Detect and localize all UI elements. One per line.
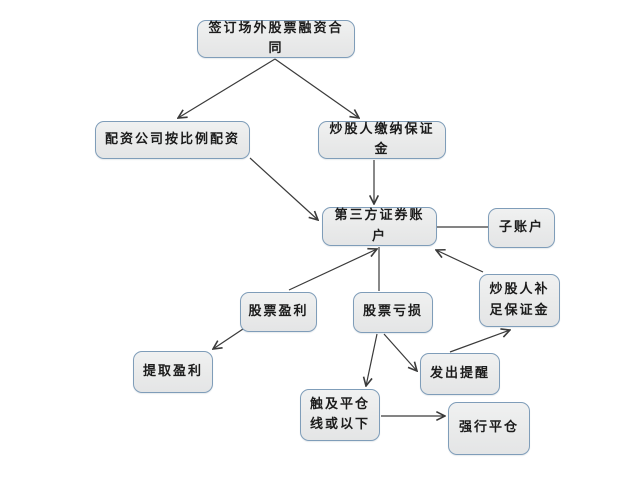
node-sign-contract: 签订场外股票融资合同 <box>197 20 355 58</box>
edge-contract-to-allocator <box>178 58 276 118</box>
node-sub-account: 子账户 <box>488 208 555 248</box>
node-third-party-account: 第三方证券账户 <box>322 207 437 246</box>
node-investor-margin: 炒股人缴纳保证金 <box>318 121 446 159</box>
node-stock-profit: 股票盈利 <box>240 292 317 332</box>
node-forced-liquidation: 强行平仓 <box>448 402 530 455</box>
edge-profit-to-withdraw <box>213 328 244 349</box>
node-withdraw-profit: 提取盈利 <box>133 351 213 393</box>
node-send-reminder: 发出提醒 <box>420 353 500 395</box>
node-hit-liquidation-line: 触及平仓线或以下 <box>300 389 380 441</box>
edge-topup-to-account <box>436 250 484 273</box>
edge-loss-to-reminder <box>383 333 417 371</box>
node-allocator-funds: 配资公司按比例配资 <box>95 121 250 159</box>
node-top-up-margin: 炒股人补足保证金 <box>479 274 560 327</box>
edge-loss-to-hitline <box>366 333 378 386</box>
edge-profit-to-account <box>288 249 377 291</box>
edge-contract-to-investor <box>274 58 359 118</box>
edge-allocator-to-account <box>249 157 318 220</box>
node-stock-loss: 股票亏损 <box>353 292 433 333</box>
edge-reminder-to-topup <box>449 330 510 353</box>
